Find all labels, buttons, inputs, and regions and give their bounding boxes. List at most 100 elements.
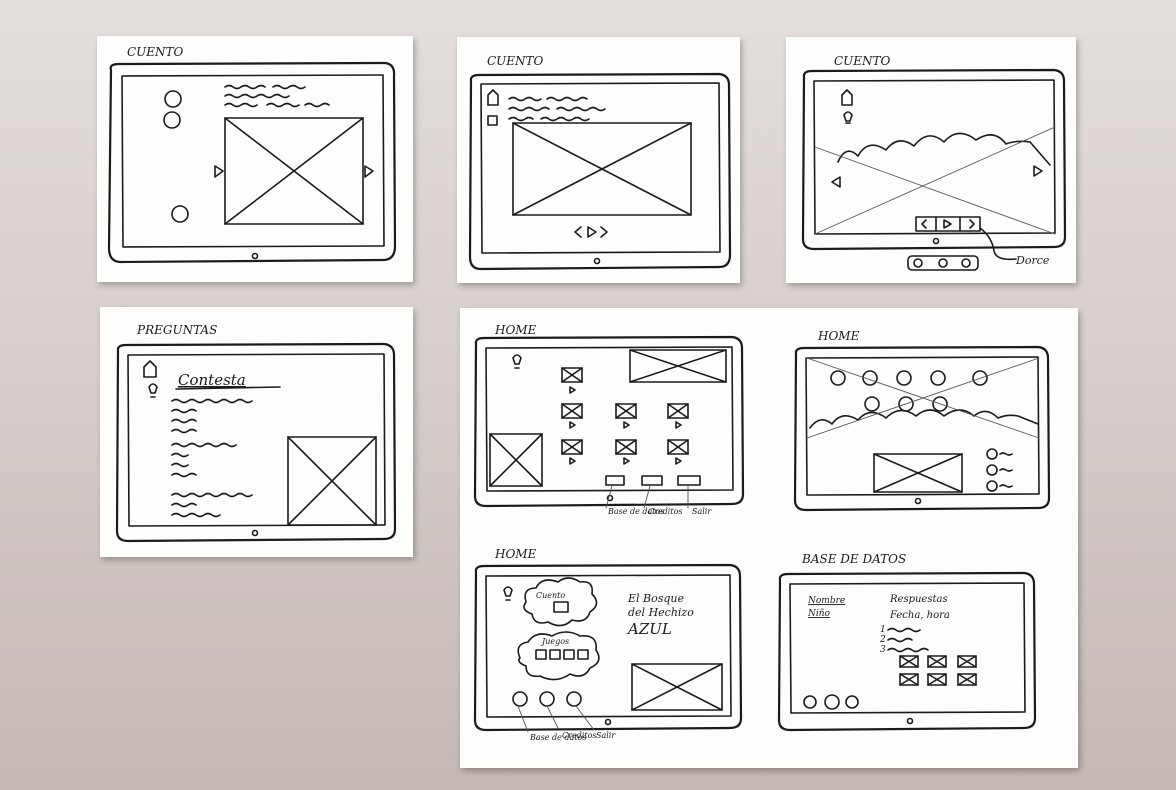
tablet-frame: [109, 63, 395, 262]
sketch-preguntas-drawing: PREGUNTAS Contesta: [100, 307, 413, 557]
sketch-cuento-2-drawing: CUENTO: [457, 37, 740, 283]
share-button[interactable]: [846, 696, 858, 708]
lightbulb-icon: [844, 112, 852, 123]
scribble-answers: [888, 629, 928, 652]
sketch-title: HOME: [494, 323, 537, 337]
arrow-right-icon: [365, 166, 373, 177]
lightbulb-icon: [513, 355, 521, 368]
answer-thumbnails: [900, 656, 976, 685]
home-icon: [842, 90, 852, 105]
zoom-in-icon: [962, 259, 970, 267]
scribble-text: [225, 86, 329, 107]
image-placeholder-cross: [490, 434, 542, 486]
circle-button-icon: [172, 206, 188, 222]
label-fecha-hora: Fecha, hora: [889, 610, 950, 621]
label-nino: Niño: [807, 609, 831, 619]
sketch-title: CUENTO: [834, 54, 891, 68]
playback-controls-icon: [575, 227, 607, 237]
image-placeholder-cross: [632, 664, 722, 710]
story-title-line1: El Bosque: [627, 592, 685, 605]
answer-number: 3: [880, 645, 886, 655]
image-placeholder-cross: [807, 358, 1039, 438]
zoom-out-icon: [914, 259, 922, 267]
lightbulb-icon: [149, 384, 157, 397]
answer-number: 1: [880, 625, 886, 635]
circle-button-icon: [164, 112, 180, 128]
sketch-cuento-3: CUENTO Dorce: [786, 37, 1076, 283]
home-button-icon: [916, 499, 921, 504]
image-placeholder-cross: [225, 118, 363, 224]
home-icon: [144, 361, 156, 377]
story-title-line3: AZUL: [626, 620, 672, 638]
sketch-preguntas: PREGUNTAS Contesta: [100, 307, 413, 557]
annotation-arrows: [518, 706, 594, 732]
sketch-sheet-large: HOME Base de datos Creditos: [460, 308, 1078, 768]
label-credits: Creditos: [562, 731, 597, 740]
image-placeholder-cross: [815, 127, 1055, 234]
database-button[interactable]: [513, 692, 527, 706]
scribble-questions: [172, 400, 252, 517]
annotation-note: Dorce: [1015, 254, 1050, 267]
lightbulb-icon: [504, 587, 512, 600]
sketch-sheet-large-drawing: HOME Base de datos Creditos: [460, 308, 1078, 768]
sketch-title: BASE DE DATOS: [801, 552, 906, 566]
home-button-icon: [934, 239, 939, 244]
question-icon: [488, 116, 497, 125]
label-respuestas: Respuestas: [889, 594, 948, 605]
image-placeholder-cross: [288, 437, 376, 525]
circle-button-icon: [165, 91, 181, 107]
answer-number: 2: [879, 635, 886, 645]
cloud-cuento-label: Cuento: [536, 591, 565, 600]
tablet-frame: [117, 344, 395, 541]
image-placeholder-cross: [630, 350, 726, 382]
game-thumbnails: [536, 650, 588, 659]
page-heading: Contesta: [178, 371, 246, 389]
label-exit: Salir: [692, 507, 712, 516]
exit-button[interactable]: [567, 692, 581, 706]
sketch-cuento-1: CUENTO: [97, 36, 413, 282]
arrow-right-icon: [1034, 166, 1042, 176]
save-button[interactable]: [825, 695, 839, 709]
sketch-title: PREGUNTAS: [136, 323, 217, 337]
home-button-icon: [908, 719, 913, 724]
home-button-icon: [253, 254, 258, 259]
play-thumbnail-icon: [554, 602, 568, 612]
sketch-cuento-1-drawing: CUENTO: [97, 36, 413, 282]
back-button[interactable]: [804, 696, 816, 708]
home-button-icon: [595, 259, 600, 264]
exit-button[interactable]: [678, 476, 700, 485]
database-button[interactable]: [606, 476, 624, 485]
scribble-text: [509, 98, 605, 121]
cloud-shape: [838, 133, 1050, 165]
label-credits: Creditos: [648, 507, 683, 516]
home-button-icon: [253, 531, 258, 536]
tablet-screen: [122, 75, 384, 247]
image-placeholder-cross: [874, 454, 962, 492]
zoom-reset-icon: [939, 259, 947, 267]
character-circles: [831, 371, 987, 411]
sketch-title: HOME: [494, 547, 537, 561]
home-button-icon: [606, 720, 611, 725]
tablet-screen: [486, 347, 733, 491]
arrow-left-icon: [215, 166, 223, 177]
cloud-juegos-label: Juegos: [540, 637, 569, 646]
sketch-cuento-3-drawing: CUENTO Dorce: [786, 37, 1076, 283]
story-title-line2: del Hechizo: [628, 606, 694, 619]
home-icon: [488, 90, 498, 105]
sketch-title: CUENTO: [487, 54, 544, 68]
credits-button[interactable]: [642, 476, 662, 485]
tablet-frame: [475, 565, 741, 730]
zoom-controls: [908, 256, 978, 270]
image-placeholder-cross: [513, 123, 691, 215]
arrow-left-icon: [832, 177, 840, 187]
playback-controls: [916, 217, 980, 231]
sketch-title: CUENTO: [127, 45, 184, 59]
credits-button[interactable]: [540, 692, 554, 706]
tablet-screen: [814, 80, 1055, 234]
sketch-title: HOME: [817, 329, 860, 343]
label-nombre: Nombre: [807, 596, 845, 606]
playback-controls-icon: [922, 217, 974, 231]
tablet-screen: [128, 354, 385, 526]
label-exit: Salir: [596, 731, 616, 740]
